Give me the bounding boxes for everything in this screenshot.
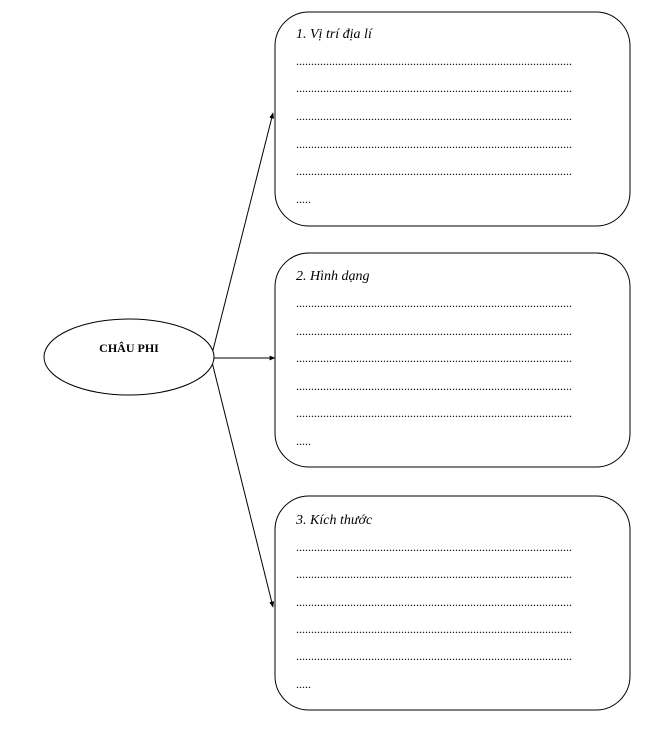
box-1-line-5[interactable]: ........................................… (296, 164, 572, 178)
box-2-frame (274, 252, 631, 468)
box-1-line-2[interactable]: ........................................… (296, 81, 572, 95)
box-1-line-1[interactable]: ........................................… (296, 54, 572, 68)
box-2-line-4[interactable]: ........................................… (296, 379, 572, 393)
box-2-line-5[interactable]: ........................................… (296, 406, 572, 420)
box-3-frame (274, 495, 631, 711)
box-2-line-6[interactable]: ..... (296, 434, 311, 448)
center-label: CHÂU PHI (99, 341, 159, 355)
box-1-line-4[interactable]: ........................................… (296, 137, 572, 151)
box-geographic-position: 1. Vị trí địa lí .......................… (274, 11, 631, 227)
center-ellipse (43, 318, 215, 396)
box-2-title: 2. Hình dạng (296, 269, 370, 284)
box-3-line-6[interactable]: ..... (296, 677, 311, 691)
box-2-line-1[interactable]: ........................................… (296, 296, 572, 310)
arrow-to-box-3 (211, 361, 275, 608)
box-1-frame (274, 11, 631, 227)
box-1-line-6[interactable]: ..... (296, 192, 311, 206)
center-node: CHÂU PHI (43, 318, 215, 396)
box-shape: 2. Hình dạng ...........................… (274, 252, 631, 468)
box-3-line-1[interactable]: ........................................… (296, 540, 572, 554)
box-1-line-3[interactable]: ........................................… (296, 109, 572, 123)
box-1-title: 1. Vị trí địa lí (296, 27, 373, 42)
box-3-line-4[interactable]: ........................................… (296, 622, 572, 636)
box-3-line-2[interactable]: ........................................… (296, 567, 572, 581)
box-2-line-2[interactable]: ........................................… (296, 324, 572, 338)
box-3-title: 3. Kích thước (295, 513, 373, 528)
box-size: 3. Kích thước ..........................… (274, 495, 631, 711)
box-2-line-3[interactable]: ........................................… (296, 351, 572, 365)
box-3-line-3[interactable]: ........................................… (296, 595, 572, 609)
arrow-to-box-1 (211, 112, 275, 355)
box-3-line-5[interactable]: ........................................… (296, 649, 572, 663)
